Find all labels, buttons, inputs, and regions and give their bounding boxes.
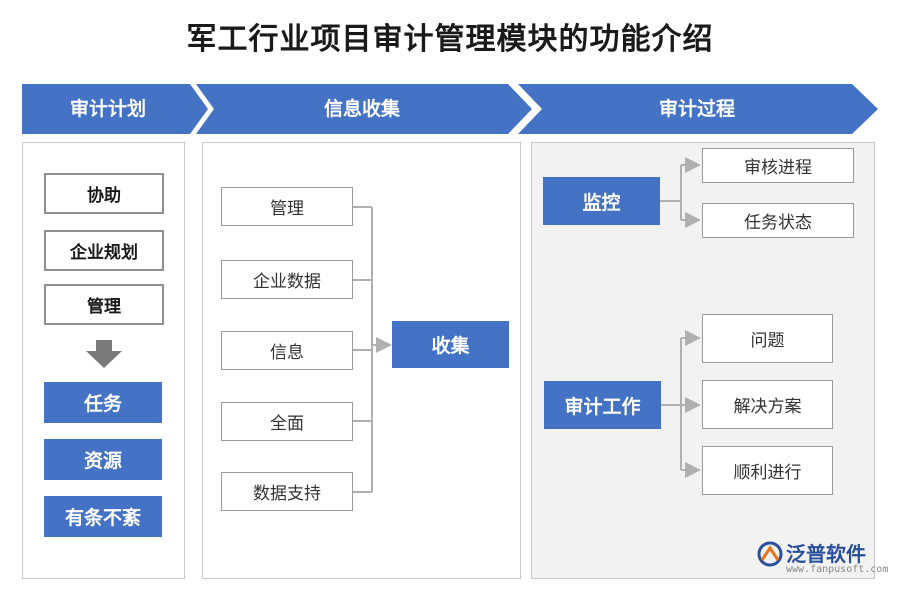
plan-step-assist: 协助 [44, 173, 164, 214]
phase-chevron-plan [22, 84, 208, 134]
phase-label-collect: 信息收集 [323, 98, 400, 120]
phase-chevrons [22, 84, 878, 134]
collect-input-management: 管理 [221, 187, 353, 226]
phase-label-plan: 审计计划 [69, 98, 146, 120]
plan-outcome-task: 任务 [44, 382, 162, 423]
collect-input-data-support: 数据支持 [221, 472, 353, 511]
plan-step-enterprise-planning: 企业规划 [44, 230, 164, 271]
monitor-item-task-status: 任务状态 [702, 203, 854, 238]
collect-input-enterprise-data: 企业数据 [221, 260, 353, 299]
process-audit-work: 审计工作 [544, 381, 661, 429]
audit-item-smooth-progress: 顺利进行 [702, 446, 833, 495]
process-monitor: 监控 [543, 177, 660, 225]
phase-chevron-process [518, 84, 878, 134]
phase-label-process: 审计过程 [658, 98, 735, 120]
phase-chevron-collect [196, 84, 532, 134]
plan-outcome-resource: 资源 [44, 439, 162, 480]
page-title: 军工行业项目审计管理模块的功能介绍 [186, 22, 714, 57]
brand-logo-url: www.fanpusoft.com [786, 564, 889, 575]
collect-target: 收集 [392, 321, 509, 368]
down-arrow-icon [86, 340, 122, 368]
audit-item-solution: 解决方案 [702, 380, 833, 429]
phase-bar: 审计计划 信息收集 审计过程 [22, 84, 878, 134]
plan-step-management: 管理 [44, 284, 164, 325]
collect-input-comprehensive: 全面 [221, 402, 353, 441]
plan-outcome-orderly: 有条不紊 [44, 496, 162, 537]
brand-logo: 泛普软件 www.fanpusoft.com [756, 538, 889, 586]
collect-input-information: 信息 [221, 331, 353, 370]
brand-logo-icon [757, 541, 783, 567]
audit-item-problem: 问题 [702, 314, 833, 363]
brand-logo-name: 泛普软件 [786, 542, 866, 566]
monitor-item-review-progress: 审核进程 [702, 148, 854, 183]
